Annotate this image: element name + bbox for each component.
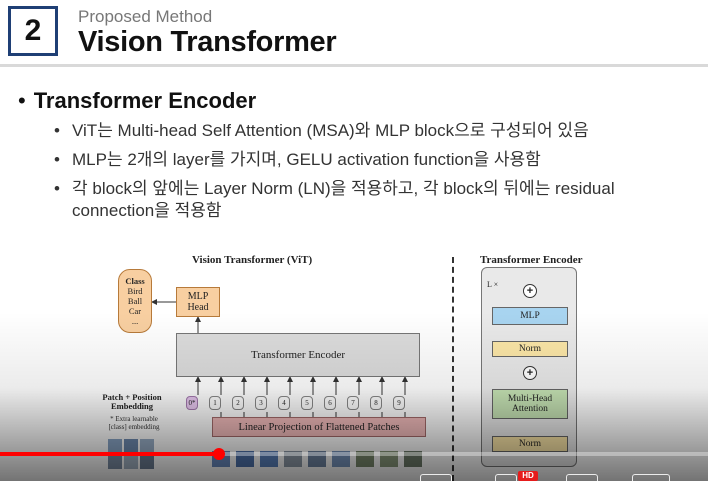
miniplayer-icon[interactable] [566, 474, 598, 482]
section-subtitle: Proposed Method [78, 7, 213, 26]
source-image-patch [140, 455, 154, 469]
player-control-icon[interactable] [420, 474, 452, 482]
sub-bullet: ViT는 Multi-head Self Attention (MSA)와 ML… [48, 120, 678, 142]
encoder-mlp-block: MLP [492, 307, 568, 325]
encoder-norm-block: Norm [492, 341, 568, 357]
video-progress-bar[interactable] [0, 448, 708, 460]
source-image-patch [108, 455, 122, 469]
hd-badge: HD [518, 471, 538, 481]
header-divider [0, 64, 708, 67]
extra-learnable-label: * Extra learnable [class] embedding [108, 415, 160, 431]
token: 3 [255, 396, 267, 410]
linear-projection-box: Linear Projection of Flattened Patches [212, 417, 426, 437]
sub-bullet: MLP는 2개의 layer를 가지며, GELU activation fun… [48, 149, 678, 171]
encoder-repeat-label: L × [487, 280, 499, 289]
mlp-head-box: MLP Head [176, 287, 220, 317]
token: 4 [278, 396, 290, 410]
token: 1 [209, 396, 221, 410]
token: 5 [301, 396, 313, 410]
source-image-patch [124, 439, 138, 453]
source-image-patch [124, 455, 138, 469]
encoder-attention-block: Multi-Head Attention [492, 389, 568, 419]
sub-bullet: 각 block의 앞에는 Layer Norm (LN)을 적용하고, 각 bl… [48, 178, 678, 222]
encoder-figure-title: Transformer Encoder [480, 254, 583, 266]
video-progress-played [0, 452, 220, 456]
class-box-title: Class [125, 276, 145, 286]
source-image-patch [108, 439, 122, 453]
source-image-patch [140, 439, 154, 453]
section-number-badge: 2 [8, 6, 58, 56]
vit-figure: Vision Transformer (ViT) Transformer Enc… [0, 245, 708, 481]
main-bullet-text: Transformer Encoder [33, 88, 257, 113]
theater-mode-icon[interactable] [632, 474, 670, 482]
token: 9 [393, 396, 405, 410]
residual-add-icon: + [523, 366, 537, 380]
token: 7 [347, 396, 359, 410]
video-scrubber-handle[interactable] [213, 448, 226, 460]
patch-position-label: Patch + Position Embedding [102, 392, 162, 411]
token: 8 [370, 396, 382, 410]
sub-bullet-list: ViT는 Multi-head Self Attention (MSA)와 ML… [48, 120, 678, 229]
settings-gear-icon[interactable] [495, 474, 517, 482]
slide-title: Vision Transformer [78, 26, 337, 58]
residual-add-icon: + [523, 284, 537, 298]
class-output-box: Class Bird Ball Car ... [118, 269, 152, 333]
token: 6 [324, 396, 336, 410]
main-bullet: •Transformer Encoder [18, 88, 257, 113]
class-item: ... [131, 316, 139, 326]
class-item: Bird [127, 286, 143, 296]
vit-figure-title: Vision Transformer (ViT) [192, 254, 313, 266]
token-cls: 0* [186, 396, 198, 410]
token: 2 [232, 396, 244, 410]
transformer-encoder-box: Transformer Encoder [176, 333, 420, 377]
class-item: Ball [127, 296, 143, 306]
encoder-norm-block: Norm [492, 436, 568, 452]
class-item: Car [128, 306, 142, 316]
